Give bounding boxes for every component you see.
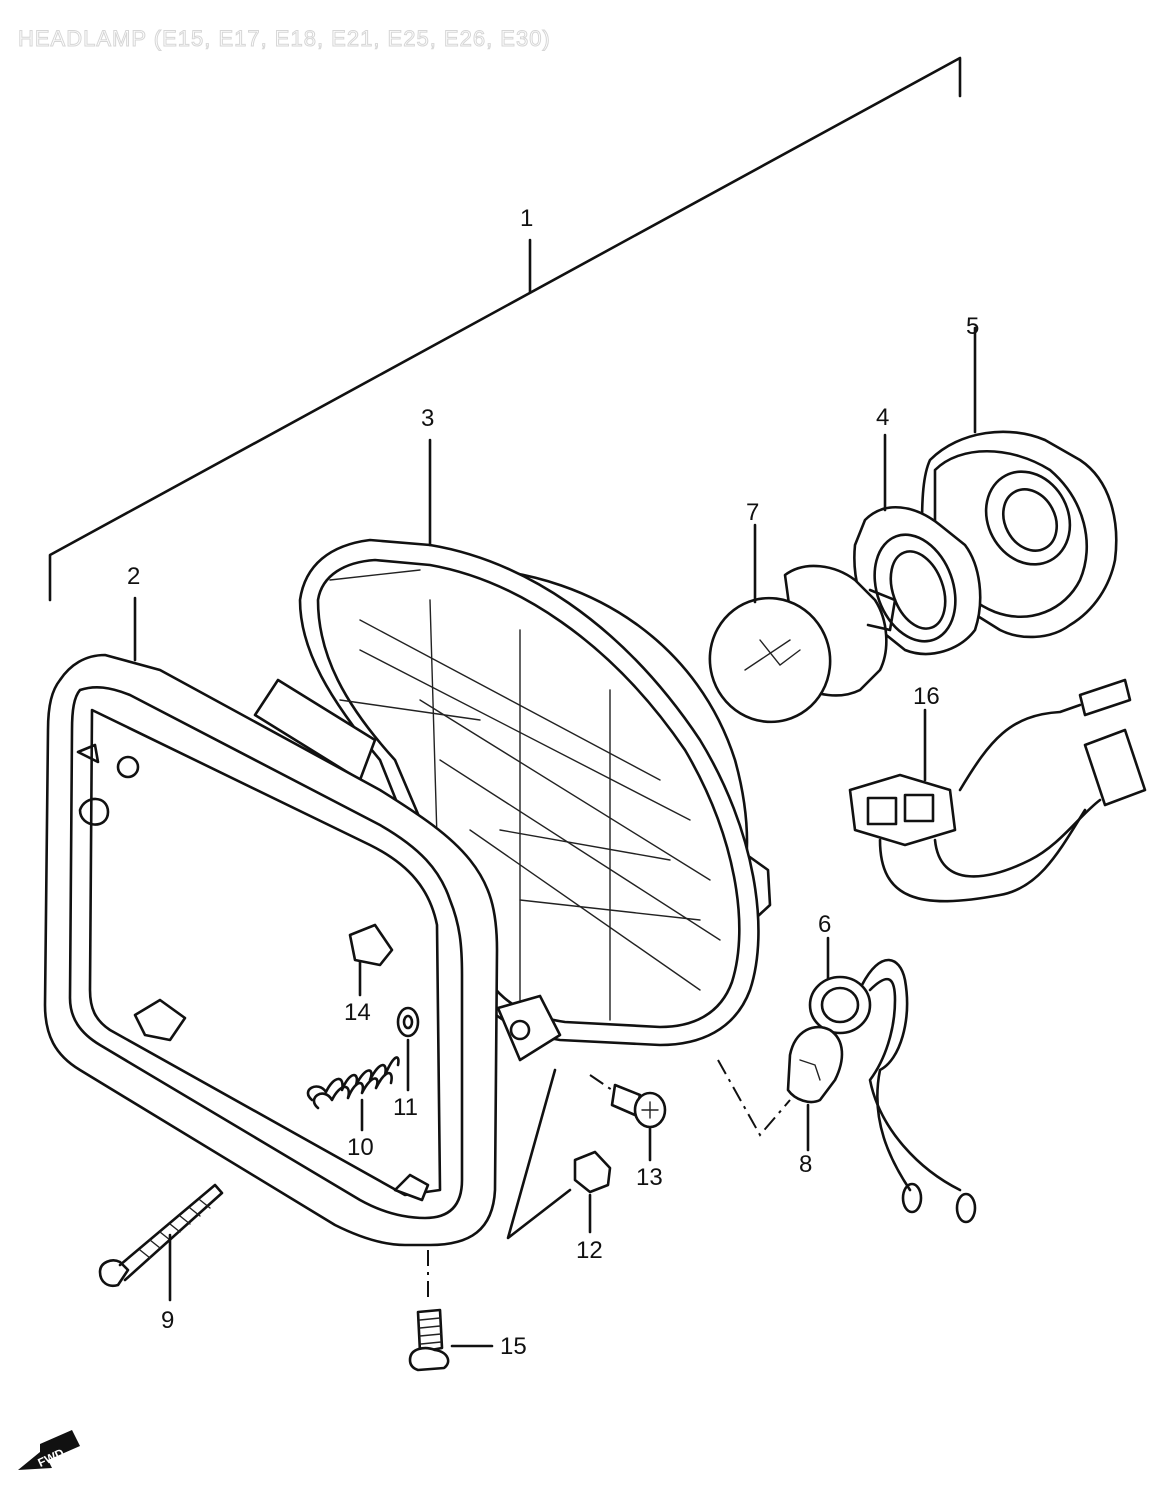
diagram-title: HEADLAMP (E15, E17, E18, E21, E25, E26, … [18, 26, 551, 51]
assembly-bracket [48, 56, 962, 602]
position-lamp-bulb [717, 1025, 844, 1152]
part-label-6: 6 [818, 911, 831, 938]
headlamp-rim [43, 596, 499, 1247]
forward-arrow-icon: FWD [18, 1430, 80, 1470]
bolt-15 [408, 1250, 494, 1372]
washer [396, 1006, 420, 1092]
socket-ring [853, 433, 982, 656]
position-lamp-socket [808, 936, 977, 1224]
part-label-11: 11 [393, 1094, 418, 1121]
part-label-2: 2 [127, 563, 140, 590]
wiring-socket [848, 678, 1147, 903]
part-label-13: 13 [636, 1164, 663, 1191]
part-label-5: 5 [966, 313, 979, 340]
screw-13 [589, 1074, 667, 1162]
part-label-8: 8 [799, 1151, 812, 1178]
adjusting-screw [98, 1183, 224, 1302]
headlamp-unit [298, 438, 772, 1062]
clip-nut [348, 923, 394, 997]
part-label-9: 9 [161, 1307, 174, 1334]
part-label-7: 7 [746, 499, 759, 526]
adjuster-spring [306, 1056, 400, 1132]
part-label-15: 15 [500, 1333, 527, 1360]
part-label-3: 3 [421, 405, 434, 432]
part-label-4: 4 [876, 404, 889, 431]
headlamp-bulb [708, 523, 897, 724]
part-label-16: 16 [913, 683, 940, 710]
part-label-10: 10 [347, 1134, 374, 1161]
nut-12 [506, 1068, 612, 1240]
part-label-14: 14 [344, 999, 371, 1026]
part-label-12: 12 [576, 1237, 603, 1264]
part-labels: 1 2 3 4 5 6 7 8 9 10 11 12 13 14 15 16 [127, 205, 979, 1360]
part-label-1: 1 [520, 205, 533, 232]
